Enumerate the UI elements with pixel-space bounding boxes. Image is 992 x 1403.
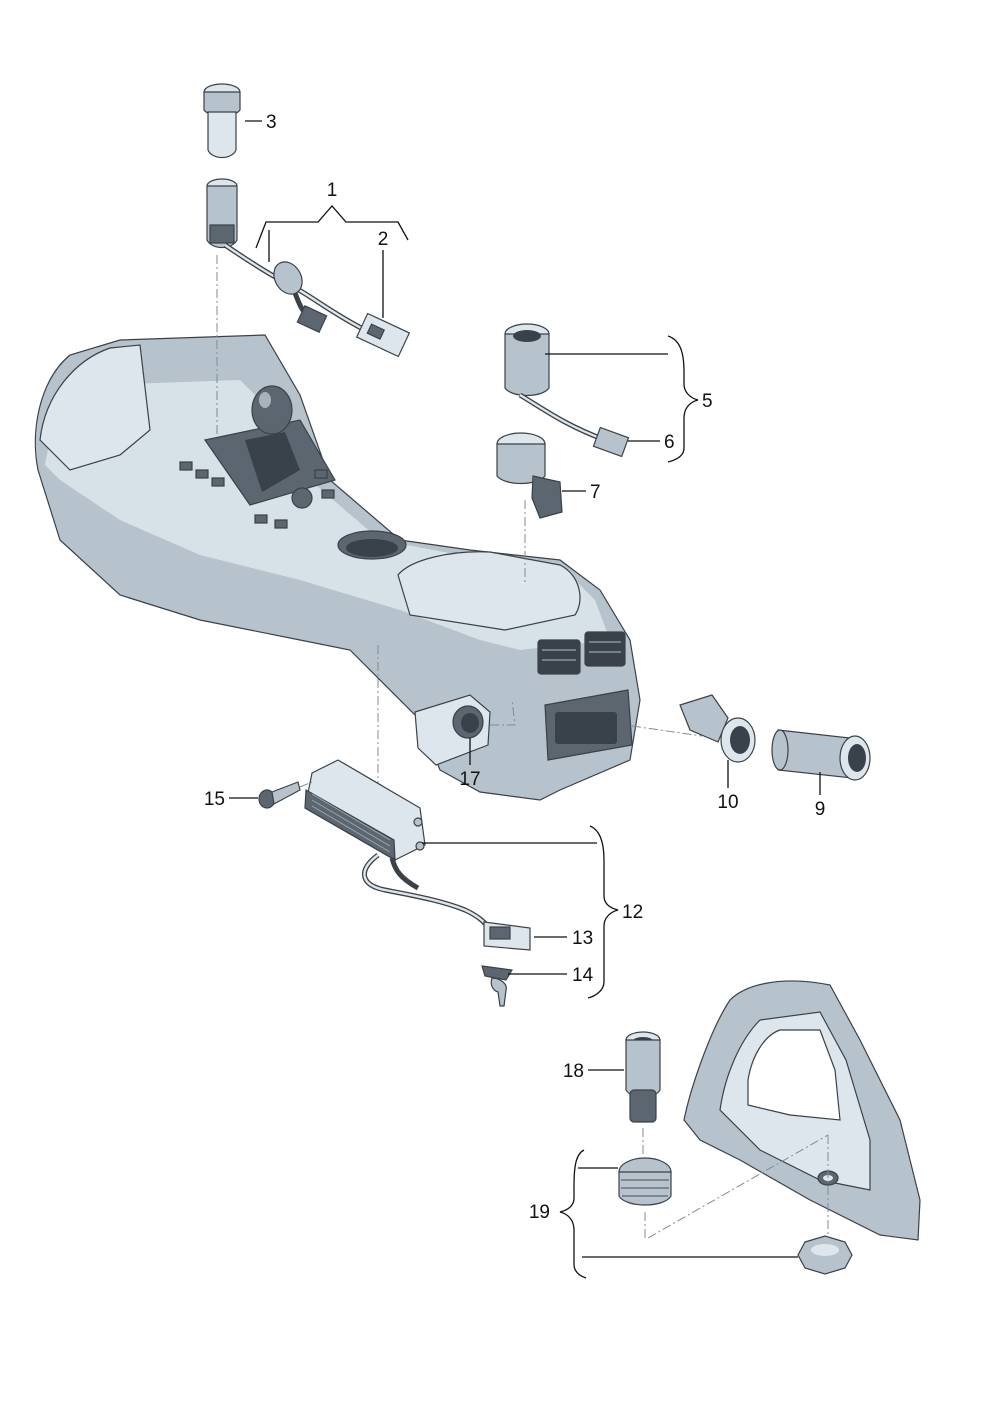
connector-6 [592, 426, 630, 458]
part-5-socket-with-harness [504, 323, 630, 458]
socket7-body [496, 443, 546, 485]
rear-socket-recess [555, 712, 617, 744]
part-13-connector [483, 921, 531, 951]
trunk-side-trim [683, 980, 921, 1241]
console-button [274, 519, 288, 529]
callout-13: 13 [572, 928, 593, 949]
centerline-19b [647, 1134, 829, 1239]
gear-boot-fold [245, 432, 300, 492]
gear-knob-shine [259, 392, 271, 408]
callout-7: 7 [590, 482, 601, 503]
housing10-tab [679, 694, 729, 743]
bracket-5 [667, 335, 699, 463]
connector-2 [355, 312, 411, 358]
socket18-base [629, 1089, 657, 1123]
callout-17: 17 [459, 769, 480, 790]
callout-18: 18 [563, 1061, 584, 1082]
button-bank [179, 461, 335, 529]
console-button [211, 477, 225, 487]
lighter-body [207, 111, 237, 159]
centerline-17 [490, 699, 516, 726]
clip14-tab [481, 965, 513, 981]
bracket-19 [559, 1149, 587, 1279]
part-15-screw [258, 781, 301, 809]
grommet [273, 261, 303, 295]
callout-12: 12 [622, 902, 643, 923]
center-console [34, 334, 641, 801]
rear-vents [537, 631, 626, 675]
part-17-socket-cover [414, 694, 491, 766]
rear-vent-right [584, 631, 626, 667]
socket7-plug [531, 475, 563, 519]
callout-9: 9 [815, 799, 826, 820]
callout-10: 10 [717, 792, 738, 813]
callout-1: 1 [327, 180, 338, 201]
rear-vent-left [537, 639, 581, 675]
socket18-body [625, 1039, 661, 1099]
screw15-shank [271, 781, 301, 805]
part-10-socket-housing [679, 694, 756, 763]
part-14-clip [481, 965, 513, 1007]
socket-housing [209, 224, 235, 244]
console-button [179, 461, 193, 471]
cup-holder-inner [346, 539, 398, 557]
bracket-1 [255, 205, 409, 249]
trim-panel-window [747, 1029, 841, 1121]
part-12-voltage-converter [304, 759, 493, 932]
callout-6: 6 [664, 432, 675, 453]
armrest [397, 551, 581, 631]
part-3-cigarette-lighter-element [203, 83, 241, 159]
seat-back [39, 344, 151, 471]
console-button [321, 489, 335, 499]
connector-small [296, 304, 328, 334]
part-7-usb-socket [496, 432, 563, 519]
callout-14: 14 [572, 965, 594, 986]
console-button [254, 514, 268, 524]
socket5-body [504, 333, 550, 397]
gear-knob [251, 385, 293, 435]
callout-2: 2 [378, 229, 389, 250]
part-18-socket [625, 1031, 661, 1123]
console-button [195, 469, 209, 479]
callout-15: 15 [204, 789, 225, 810]
console-button [314, 469, 328, 479]
mmi-control-knob [291, 487, 313, 509]
centerline-10 [631, 725, 703, 737]
clip14-stem [490, 977, 507, 1007]
part-1-socket-with-harness [206, 178, 411, 358]
callout-3: 3 [266, 112, 277, 133]
part-19-socket-mount [618, 1157, 853, 1275]
bracket-12 [587, 825, 619, 999]
part-9-socket-insert [771, 729, 871, 781]
converter-wire [361, 853, 493, 932]
callout-5: 5 [702, 391, 713, 412]
callout-19: 19 [529, 1202, 550, 1223]
